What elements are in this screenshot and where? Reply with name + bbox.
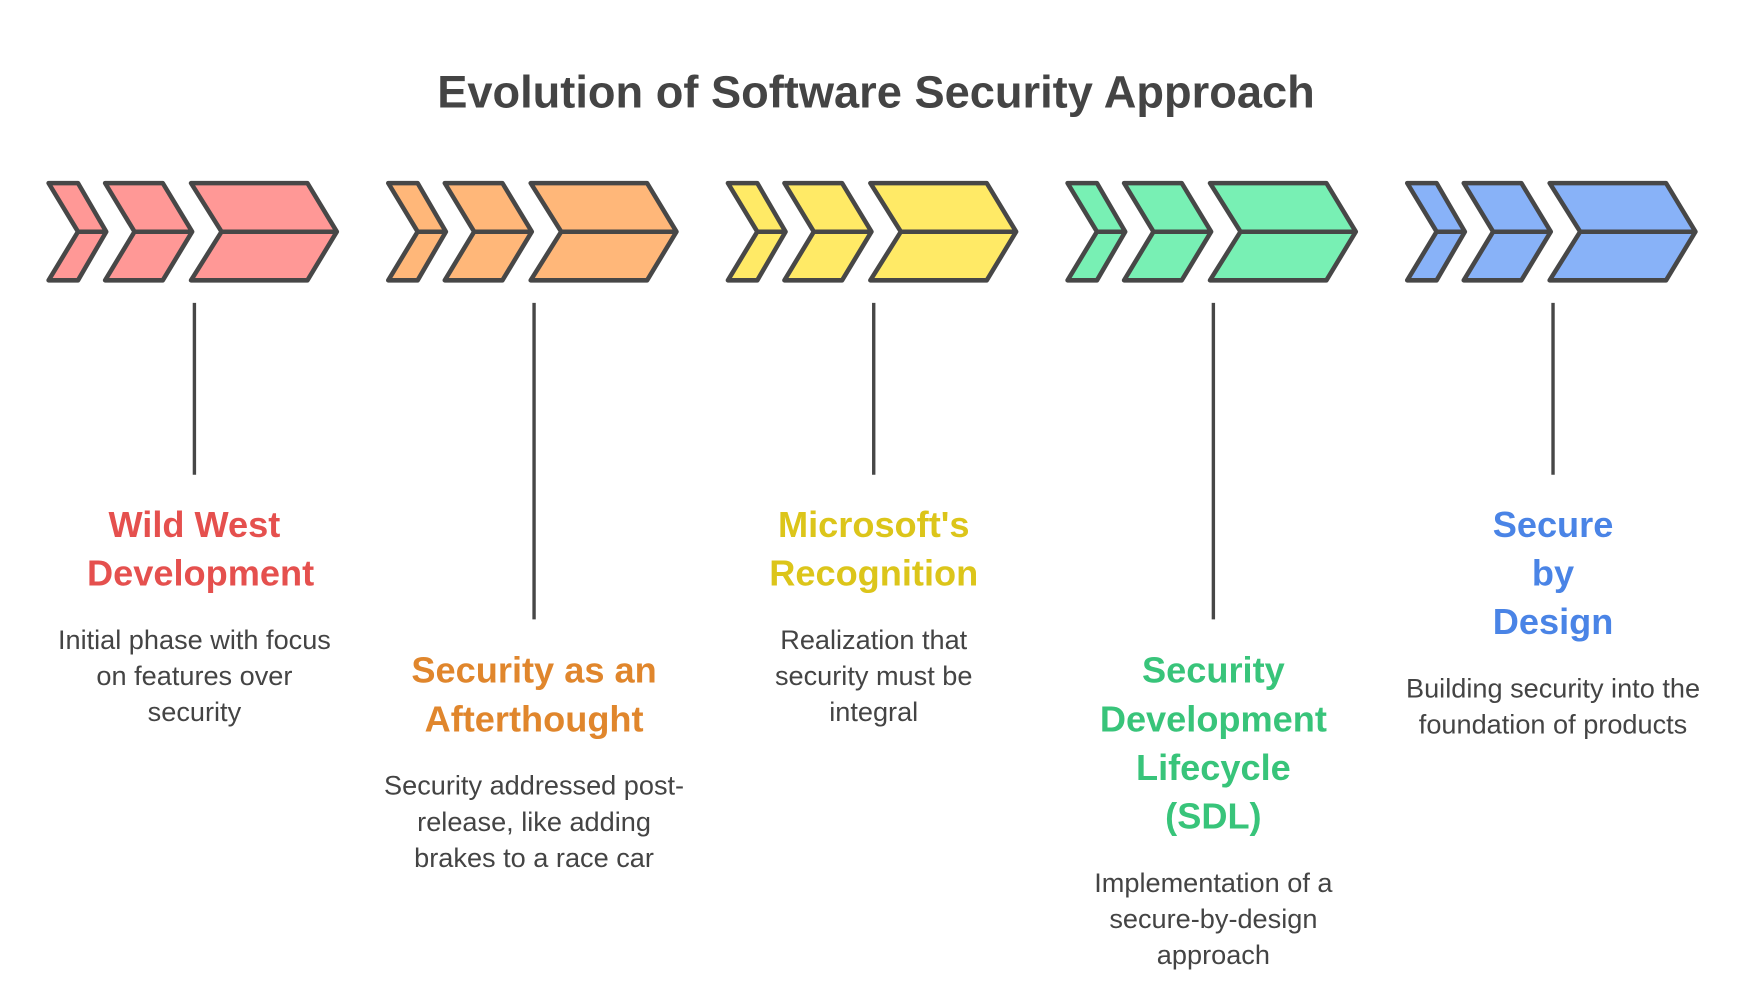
- stage-chevron-group: [385, 180, 679, 620]
- stage-title: Wild West Development: [87, 504, 315, 594]
- stage-description: Initial phase with focus on features ove…: [57, 625, 331, 728]
- stage-title: Microsoft's Recognition: [769, 504, 979, 594]
- stage-title: Secure by Design: [1492, 504, 1614, 643]
- stage-chevron-group: [1404, 180, 1698, 475]
- stage-title: Security Development Lifecycle (SDL): [1099, 649, 1327, 837]
- stage-chevron-group: [725, 180, 1019, 475]
- stage-title: Security as an Afterthought: [411, 649, 657, 740]
- stage-description: Building security into the foundation of…: [1406, 673, 1701, 741]
- diagram-title: Evolution of Software Security Approach: [437, 67, 1315, 118]
- stage-text-block: Security Development Lifecycle (SDL) Impl…: [1061, 647, 1366, 975]
- stage-description: Realization that security must be integr…: [774, 625, 973, 728]
- stage-chevron-group: [46, 180, 340, 475]
- stage-description: Implementation of a secure-by-design app…: [1094, 868, 1333, 971]
- stage-description: Security addressed post-release, like ad…: [384, 770, 685, 874]
- stage-chevron-group: [1065, 180, 1359, 620]
